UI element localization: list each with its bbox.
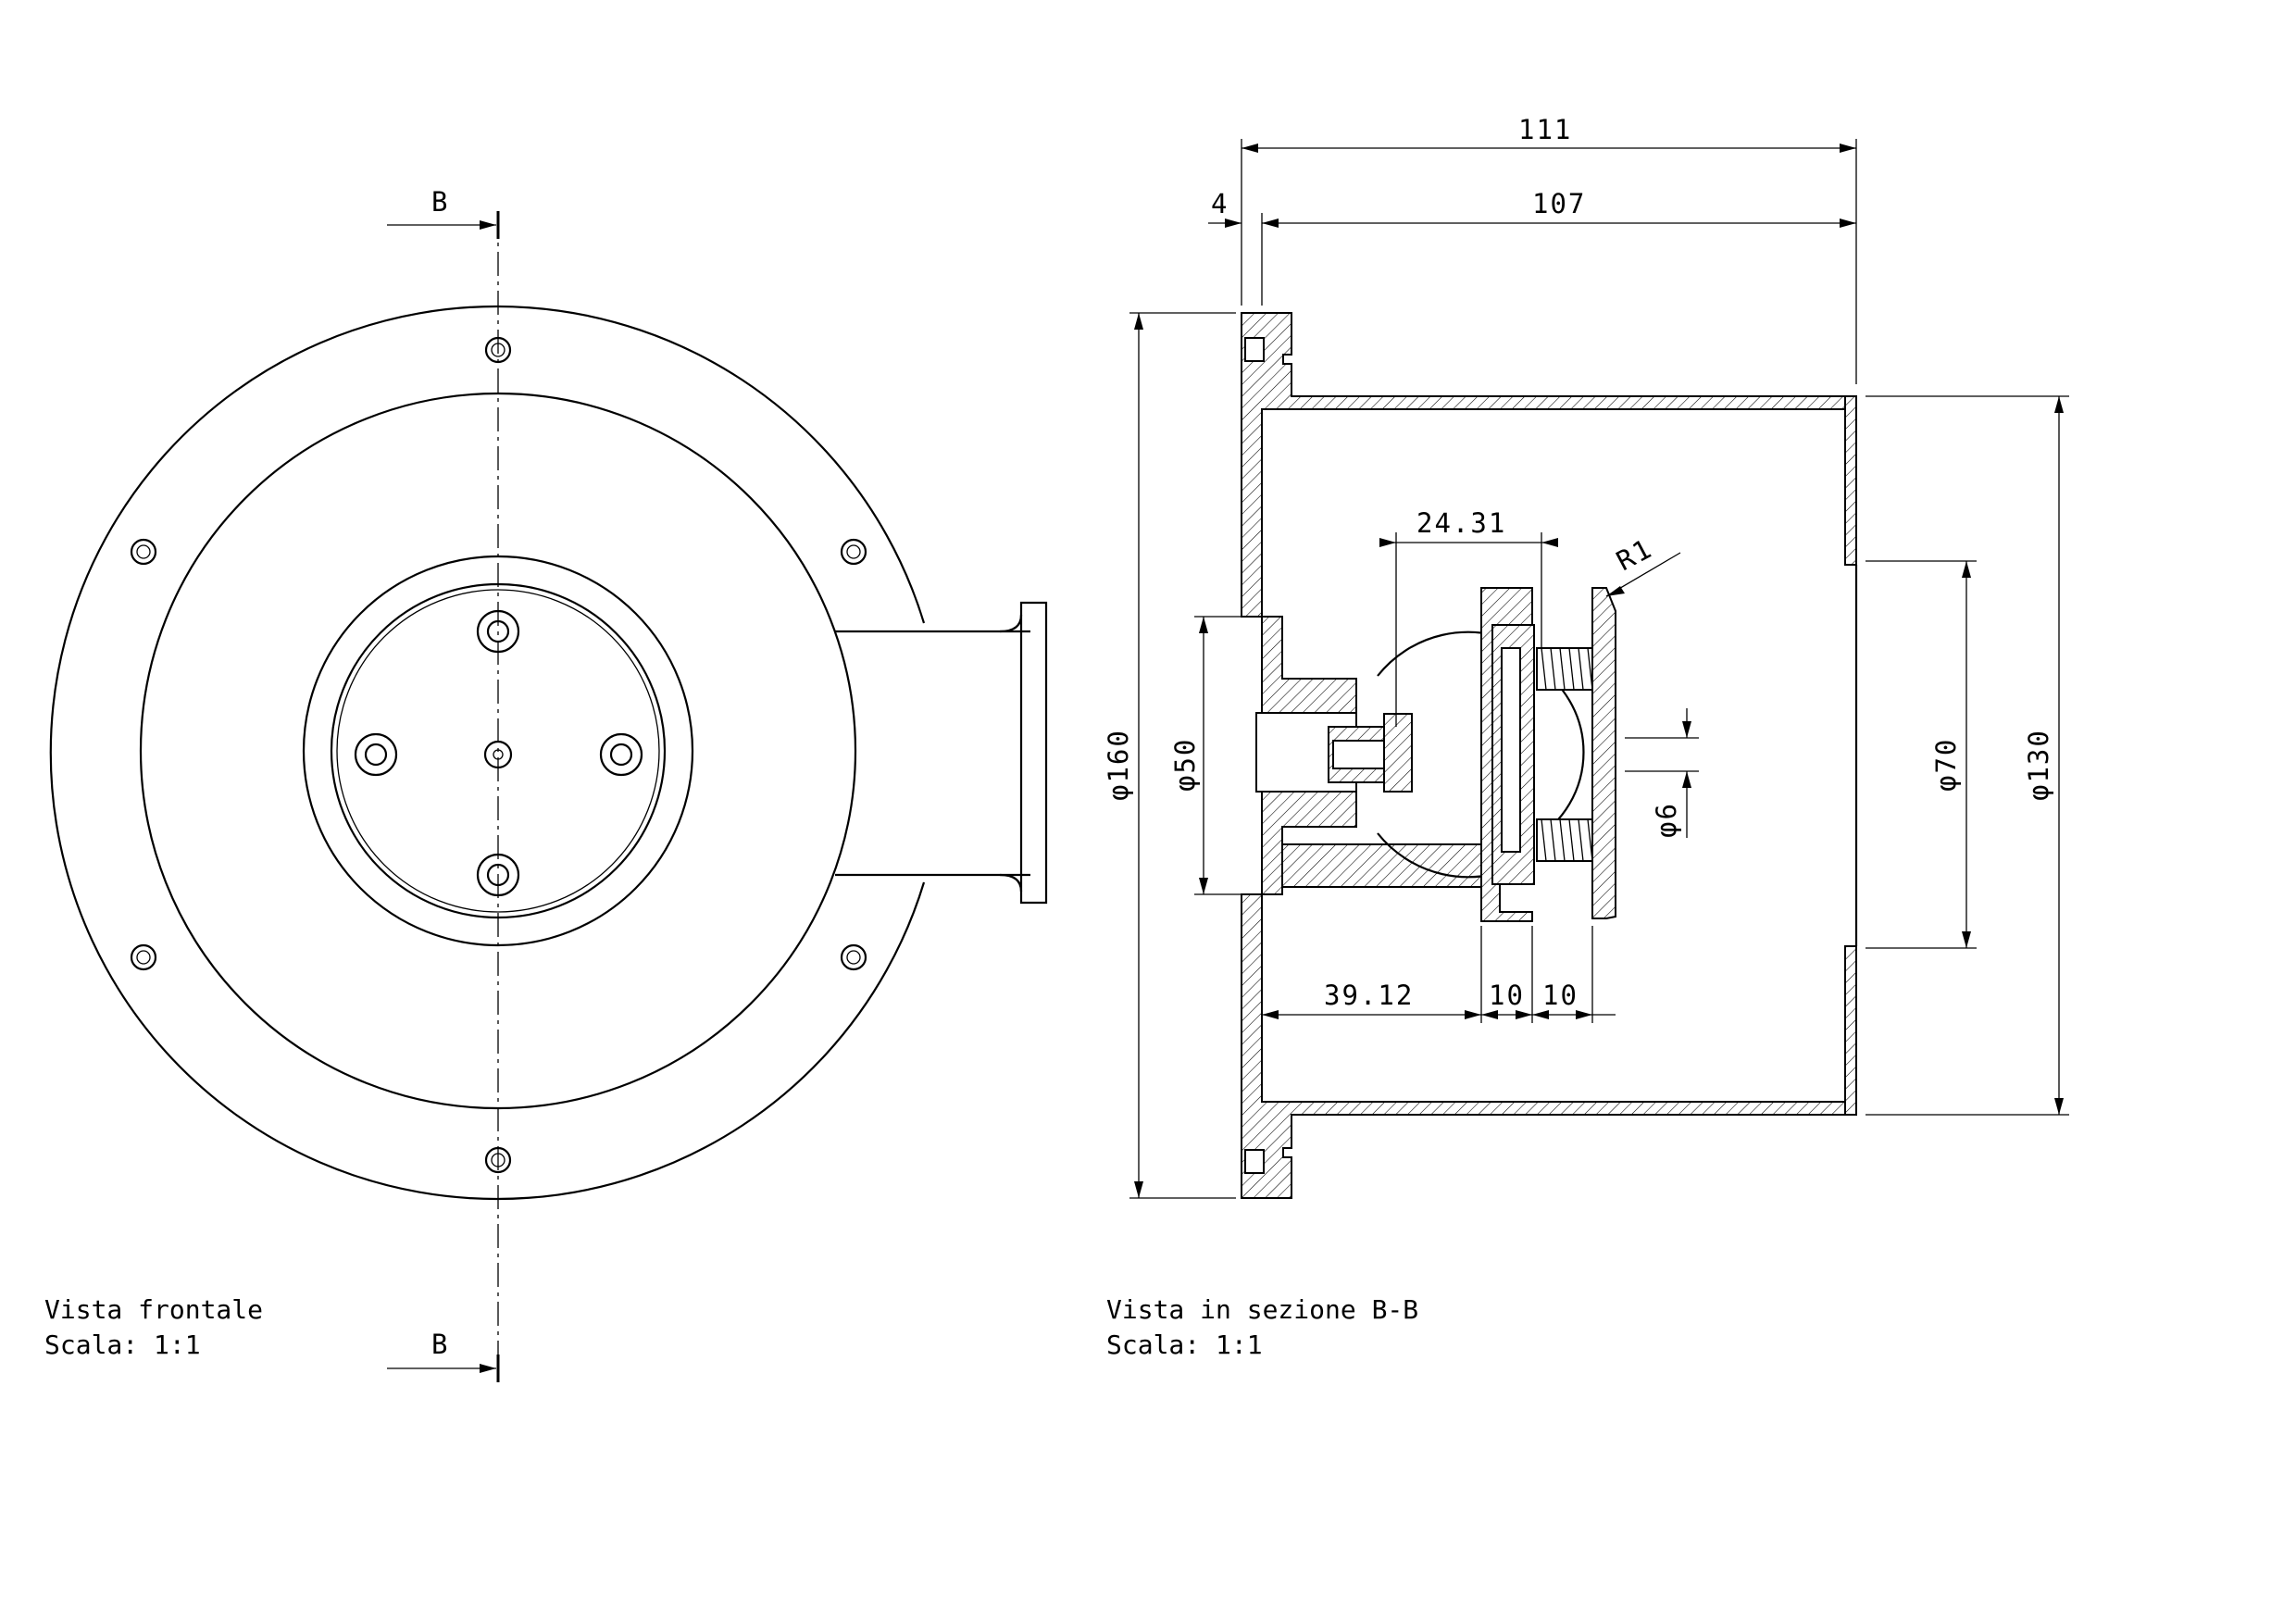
- section-view-caption-scale: Scala: 1:1: [1106, 1330, 1263, 1360]
- front-view-caption-title: Vista frontale: [44, 1294, 263, 1325]
- flange-bolt-holes: [130, 336, 867, 1174]
- side-outlet-pipe: [835, 601, 1048, 905]
- dimension-lines: [1129, 139, 2069, 1199]
- section-marker-top: [387, 211, 500, 239]
- hub-sleeve: [1281, 843, 1482, 888]
- front-view: B B Vista frontale Scala: 1:1: [44, 186, 1048, 1382]
- section-label-bottom: B: [431, 1329, 449, 1360]
- section-flange-bottom: [1241, 893, 1855, 1199]
- section-flange-top: [1241, 312, 1855, 618]
- section-view-caption-title: Vista in sezione B-B: [1106, 1294, 1418, 1325]
- dim-body-length: 107: [1532, 188, 1586, 219]
- dim-flange-thickness: 4: [1211, 188, 1229, 219]
- dim-bore-diameter: φ70: [1930, 738, 1962, 792]
- front-hub-inner: [336, 589, 660, 913]
- section-label-top: B: [431, 186, 449, 218]
- dim-overall-length: 111: [1518, 114, 1572, 145]
- shaft-nut: [1383, 713, 1413, 793]
- front-outer-flange: [49, 305, 926, 1201]
- dim-flange-diameter: φ160: [1103, 729, 1134, 801]
- dim-hub-diameter: φ50: [1169, 738, 1201, 792]
- dim-spacing-2: 10: [1542, 980, 1578, 1011]
- disc-right: [1591, 587, 1616, 919]
- dim-pin-diameter: φ6: [1651, 802, 1682, 838]
- body-end-top: [1844, 395, 1857, 566]
- dim-offset-bottom: 39.12: [1324, 980, 1414, 1011]
- section-view: 111 4 107 24.31 39.12 10 10 φ160 φ50 φ70…: [1103, 114, 2069, 1360]
- front-view-caption-scale: Scala: 1:1: [44, 1330, 201, 1360]
- section-marker-bottom: [387, 1355, 500, 1382]
- body-end-bottom: [1844, 945, 1857, 1116]
- dim-spacing-1: 10: [1489, 980, 1525, 1011]
- disc-gap: [1501, 647, 1521, 853]
- dim-body-diameter: φ130: [2023, 729, 2054, 801]
- flange-slot-top: [1244, 337, 1265, 362]
- flange-slot-bottom: [1244, 1149, 1265, 1174]
- threaded-pins: [1536, 647, 1593, 862]
- dim-offset-top: 24.31: [1416, 507, 1506, 539]
